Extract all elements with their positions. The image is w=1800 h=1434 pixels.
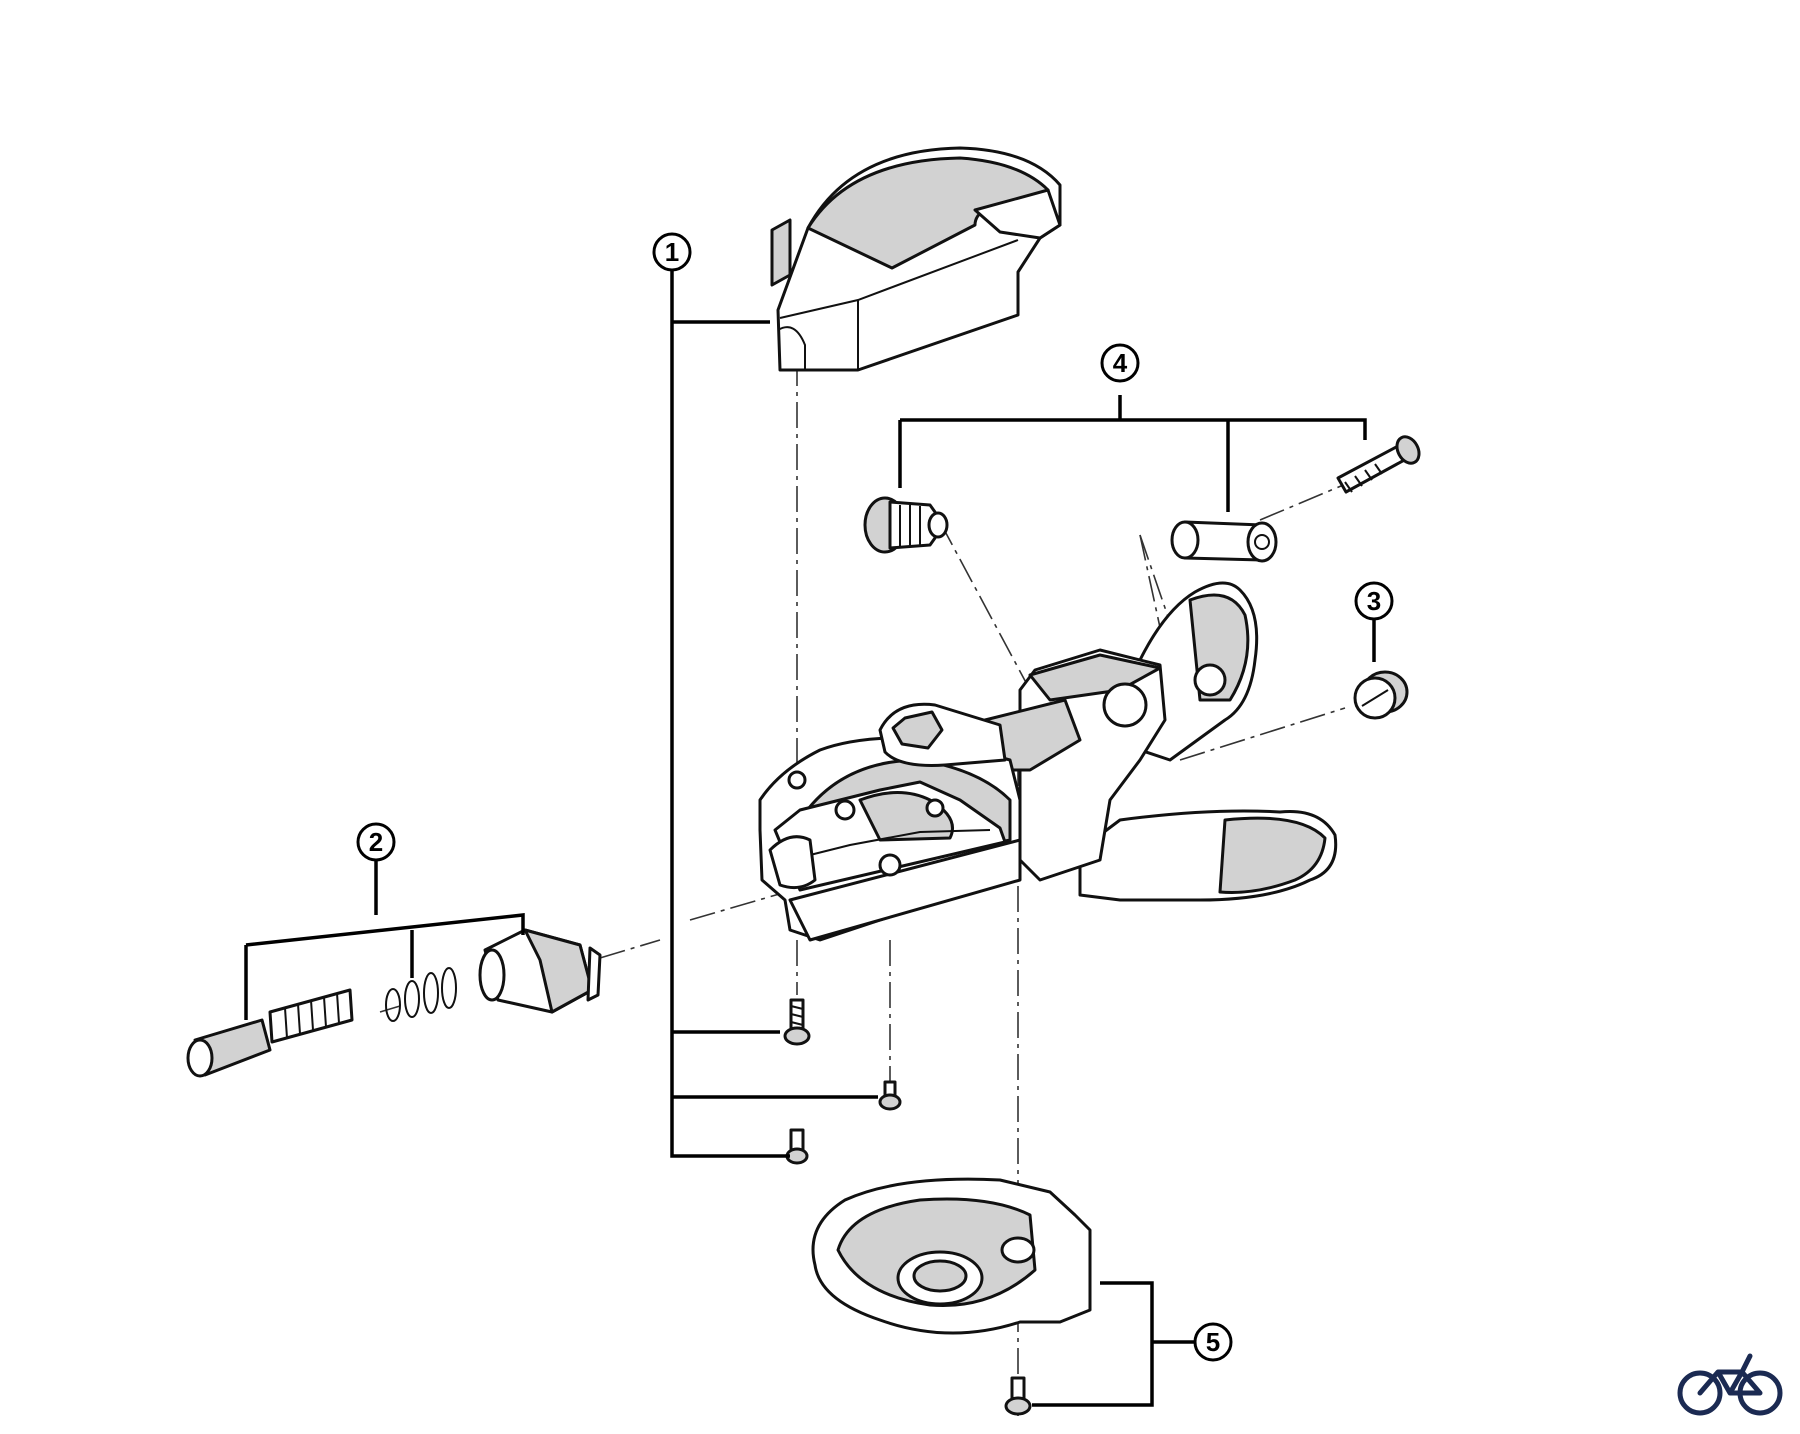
shifter-body-part xyxy=(758,581,1338,942)
cover-screw-c xyxy=(785,1128,809,1165)
top-cover-part xyxy=(770,146,1062,372)
fixing-bolt-part xyxy=(863,496,949,554)
svg-text:1: 1 xyxy=(665,237,679,267)
callout-4: 4 xyxy=(1100,343,1140,383)
svg-text:4: 4 xyxy=(1113,348,1128,378)
callout-1: 1 xyxy=(652,232,692,272)
callout-3: 3 xyxy=(1354,581,1394,621)
svg-text:2: 2 xyxy=(369,827,383,857)
pivot-nut-part xyxy=(1170,520,1278,563)
small-screw-part xyxy=(1336,435,1421,494)
callout-5: 5 xyxy=(1193,1322,1233,1362)
leader-lines xyxy=(244,270,1376,1407)
bicycle-icon xyxy=(1677,1353,1783,1416)
spring-part xyxy=(385,967,457,1022)
adjuster-bolt-part xyxy=(186,988,354,1078)
svg-text:5: 5 xyxy=(1206,1327,1220,1357)
bottom-cover-screw xyxy=(1004,1376,1032,1416)
bottom-cover-part xyxy=(811,1177,1092,1335)
callout-2: 2 xyxy=(356,822,396,862)
adjuster-nut-part xyxy=(478,928,602,1014)
svg-text:3: 3 xyxy=(1367,586,1381,616)
cap-bolt-part xyxy=(1353,670,1409,720)
cover-screw-a xyxy=(783,998,811,1046)
cover-screw-b xyxy=(878,1080,902,1111)
